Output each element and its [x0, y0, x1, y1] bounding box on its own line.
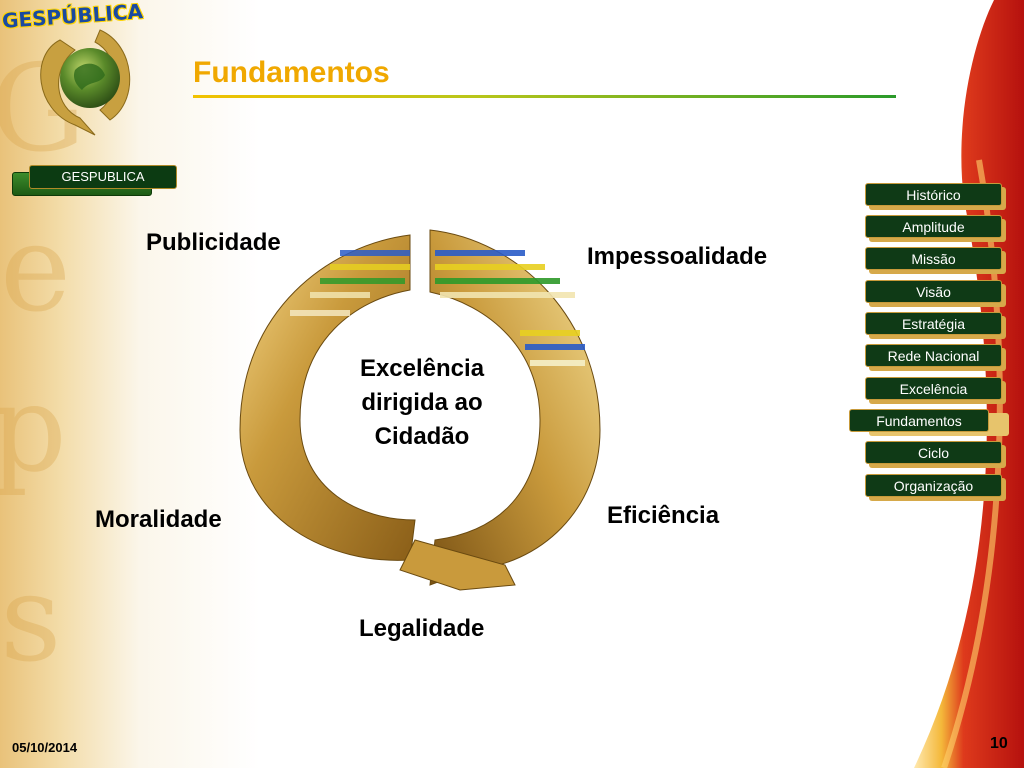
nav-label[interactable]: Organização	[865, 474, 1002, 497]
globe-logo-icon	[40, 29, 131, 136]
nav-label[interactable]: Ciclo	[865, 441, 1002, 464]
gespublica-logo: GESPÚBLICA	[0, 0, 160, 140]
principle-eficiencia: Eficiência	[607, 502, 720, 529]
svg-text:p: p	[0, 360, 67, 499]
slide-page-number: 10	[990, 735, 1008, 752]
nav-label[interactable]: Missão	[865, 247, 1002, 270]
svg-text:s: s	[0, 550, 62, 689]
svg-text:e: e	[0, 200, 71, 339]
principle-moralidade: Moralidade	[95, 506, 222, 533]
center-statement: Excelência dirigida ao Cidadão	[333, 352, 511, 454]
nav-item-historico[interactable]: Histórico	[865, 183, 1006, 211]
nav-label[interactable]: Estratégia	[865, 312, 1002, 335]
nav-label[interactable]: Amplitude	[865, 215, 1002, 238]
nav-item-visao[interactable]: Visão	[865, 280, 1006, 308]
watermark-letters-decoration: G e p s	[0, 40, 86, 689]
center-line-3: Cidadão	[374, 423, 470, 450]
center-line-1: Excelência	[359, 355, 485, 382]
nav-item-ciclo[interactable]: Ciclo	[865, 441, 1006, 469]
tab-label: GESPUBLICA	[29, 165, 177, 189]
nav-label[interactable]: Rede Nacional	[865, 344, 1002, 367]
principle-impessoalidade: Impessoalidade	[587, 243, 768, 270]
title-underline	[193, 95, 896, 98]
right-arc-stripes	[435, 250, 585, 366]
left-arc-stripes	[290, 250, 410, 316]
principle-publicidade: Publicidade	[146, 229, 281, 256]
gespublica-section-tab[interactable]: GESPUBLICA	[12, 165, 177, 196]
nav-item-excelencia[interactable]: Excelência	[865, 377, 1006, 405]
nav-label[interactable]: Histórico	[865, 183, 1002, 206]
nav-label[interactable]: Excelência	[865, 377, 1002, 400]
nav-item-missao[interactable]: Missão	[865, 247, 1006, 275]
principle-legalidade: Legalidade	[359, 615, 485, 642]
slide-date: 05/10/2014	[12, 740, 78, 755]
nav-item-organizacao[interactable]: Organização	[865, 474, 1006, 502]
nav-item-rede-nacional[interactable]: Rede Nacional	[865, 344, 1006, 372]
left-arc-arrow	[239, 234, 416, 561]
cycle-arrows-diagram	[239, 229, 601, 591]
slide-title: Fundamentos	[193, 56, 390, 89]
nav-item-amplitude[interactable]: Amplitude	[865, 215, 1006, 243]
nav-label[interactable]: Fundamentos	[849, 409, 989, 432]
nav-item-estrategia[interactable]: Estratégia	[865, 312, 1006, 340]
nav-item-fundamentos[interactable]: Fundamentos	[849, 409, 1009, 437]
bottom-arrow-tail	[399, 539, 516, 591]
center-line-2: dirigida ao	[361, 389, 483, 416]
nav-label[interactable]: Visão	[865, 280, 1002, 303]
